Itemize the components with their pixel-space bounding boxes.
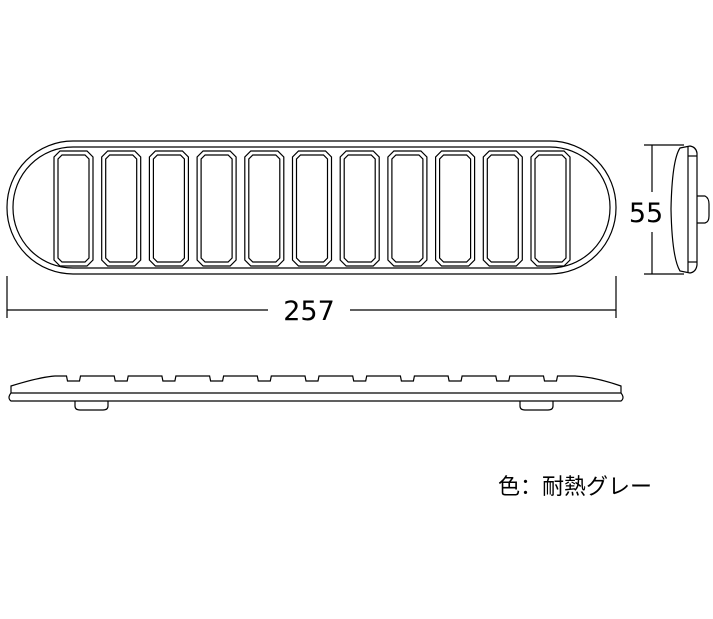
side-view-boss [697,195,710,224]
front-view-base [8,392,624,402]
vent-slot-inner [486,154,519,263]
vent-slot-inner [57,154,90,263]
side-view-body [670,145,698,274]
vent-slot-outer [244,150,285,267]
front-view-foot-left [74,401,109,411]
vent-slot-inner [391,154,424,263]
vent-slot-inner [534,154,567,263]
height-dimension: 55 [629,144,684,275]
vent-slot-outer [482,150,523,267]
vent-slot-outer [530,150,571,267]
vent-slot-outer [435,150,476,267]
vent-slot-inner [248,154,281,263]
width-dimension: 257 [6,276,617,327]
vent-slot-inner [200,154,233,263]
plan-view-inner-outline [12,146,611,269]
vent-slot-inner [439,154,472,263]
front-view [8,375,624,411]
width-dimension-label: 257 [283,296,335,327]
vent-slot-inner [105,154,138,263]
vent-slot-outer [291,150,333,267]
vent-slot-outer [196,150,237,267]
vent-slot-inner [295,154,329,263]
front-view-foot-right [519,401,554,411]
color-note: 色：耐熱グレー [498,475,652,500]
vent-slot-inner [152,154,185,263]
vent-slot-outer [387,150,428,267]
vent-slot-outer [53,150,94,267]
vent-slot-outer [148,150,189,267]
height-dimension-label: 55 [629,198,663,229]
vent-slot-outer [339,150,380,267]
plan-view [6,140,617,275]
vent-slots [53,150,571,267]
plan-view-outline [6,140,617,275]
front-view-top-edge [10,375,622,393]
vent-slot-outer [101,150,142,267]
vent-slot-inner [343,154,376,263]
side-view [670,145,710,274]
